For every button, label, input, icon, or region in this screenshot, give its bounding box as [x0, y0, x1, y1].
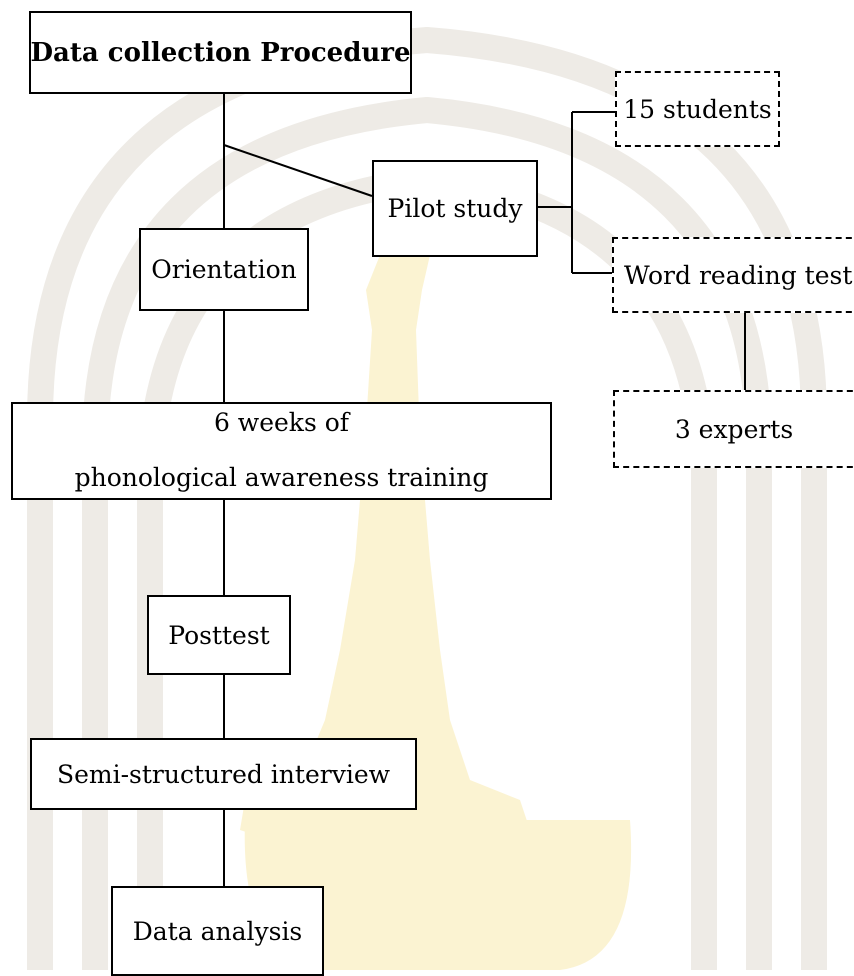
interview-text: Semi-structured interview	[56, 759, 391, 789]
orientation-box: Orientation	[139, 228, 309, 311]
experts-text: 3 experts	[674, 414, 794, 444]
students-text: 15 students	[623, 94, 772, 124]
title-text: Data collection Procedure	[30, 37, 411, 68]
training-text-line1: 6 weeks of	[213, 408, 350, 437]
interview-box: Semi-structured interview	[30, 738, 417, 810]
title-box: Data collection Procedure	[29, 11, 412, 94]
pilot-study-text: Pilot study	[387, 194, 523, 223]
analysis-text: Data analysis	[132, 916, 303, 946]
analysis-box: Data analysis	[111, 886, 324, 976]
posttest-text: Posttest	[168, 620, 270, 650]
connector-branch-pilot	[223, 144, 373, 197]
students-box: 15 students	[615, 71, 780, 147]
pilot-study-box: Pilot study	[372, 160, 538, 257]
experts-box: 3 experts	[613, 390, 854, 468]
word-reading-test-text: Word reading test	[624, 260, 853, 290]
posttest-box: Posttest	[147, 595, 291, 675]
orientation-text: Orientation	[151, 255, 297, 284]
word-reading-test-box: Word reading test	[612, 237, 854, 313]
training-text-line2: phonological awareness training	[74, 463, 489, 492]
training-box: 6 weeks of phonological awareness traini…	[11, 402, 552, 500]
